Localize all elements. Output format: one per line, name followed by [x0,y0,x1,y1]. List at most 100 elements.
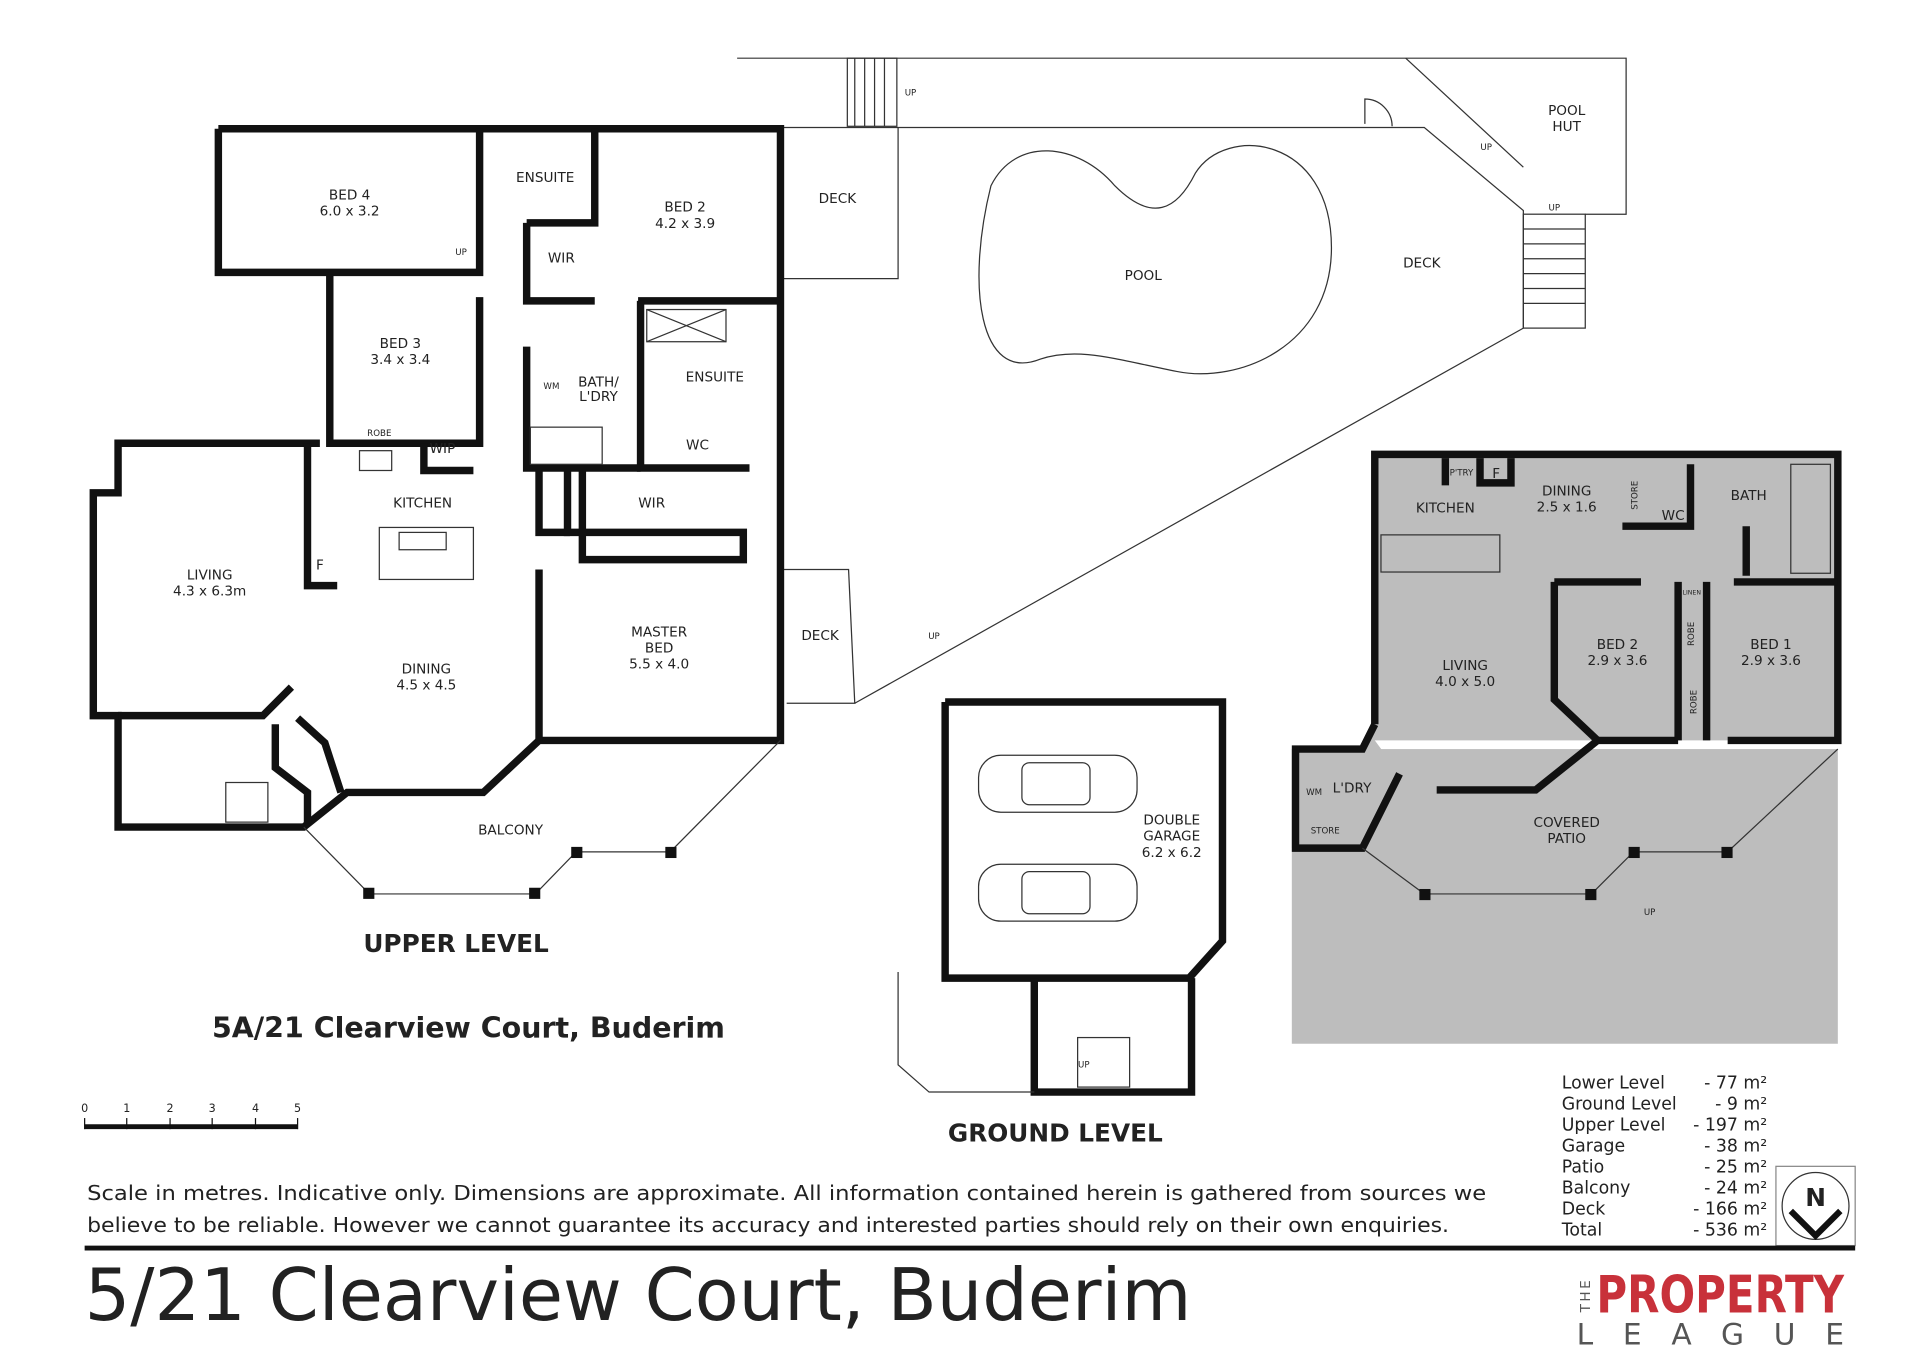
room-label: KITCHEN [1416,501,1475,517]
room-label: PATIO [1547,831,1586,847]
balcony [303,739,781,899]
room-label: DINING [1542,483,1591,499]
car-icon [977,754,1138,922]
disclaimer-line: believe to be reliable. However we canno… [87,1213,1449,1237]
cooktop-icon [358,450,393,472]
area-label: Deck [1562,1200,1606,1220]
room-label: BED 3 [380,336,421,352]
room-label: KITCHEN [393,496,452,512]
room-dimension: 4.3 x 6.3m [173,584,246,600]
outdoor-area: POOL DECK POOL HUT UP UP UP [737,57,1627,704]
room-label: BATH [1731,488,1767,504]
area-value: - 38 m² [1704,1136,1767,1156]
sink-icon [398,531,447,551]
area-label: Upper Level [1562,1115,1666,1135]
room-label: DINING [402,662,451,678]
room-label: WC [1662,508,1685,524]
room-dimension: 4.2 x 3.9 [655,216,715,232]
room-label: DOUBLE [1143,813,1200,829]
upper-level-title: UPPER LEVEL [363,929,549,958]
area-value: - 9 m² [1715,1094,1767,1114]
scale-tick: 5 [294,1102,301,1115]
room-label: ROBE [1687,622,1697,646]
room-label: BED 4 [329,187,370,203]
room-dimension: 2.9 x 3.6 [1741,653,1801,669]
room-label: DECK [801,628,840,644]
scale-tick: 4 [252,1102,259,1115]
area-value: - 25 m² [1704,1158,1767,1178]
room-label: WIP [430,441,456,457]
pool-outline [978,145,1333,375]
area-value: - 166 m² [1693,1200,1767,1220]
room-label: LIVING [187,567,233,583]
scale-tick: 3 [209,1102,216,1115]
scale-bar: 0 1 2 3 4 5 [81,1102,301,1130]
area-label: Garage [1562,1136,1625,1156]
up-label: UP [1480,143,1492,153]
up-label: UP [1549,203,1561,213]
room-dimension: 5.5 x 4.0 [629,657,689,673]
room-label: BATH/ [578,374,619,390]
room-label: ENSUITE [686,369,744,385]
room-label: L'DRY [579,389,618,405]
room-label: BED 2 [1597,637,1638,653]
room-label: ENSUITE [516,170,574,186]
company-logo: THE PROPERTY LEAGUE [1577,1265,1846,1352]
pool-hut-label: POOL [1548,103,1586,119]
room-label: L'DRY [1333,780,1372,796]
room-label: GARAGE [1143,829,1200,845]
up-label: UP [905,88,917,98]
room-label: WM [543,382,559,392]
up-label: UP [1644,908,1656,918]
room-label: BALCONY [478,823,544,839]
area-label: Total [1561,1221,1602,1241]
room-label: WM [1306,788,1322,798]
stairs-icon [846,57,1586,329]
kitchen-island [378,526,475,581]
up-label: UP [455,248,467,258]
up-label: UP [1078,1060,1090,1070]
lower-level-plan: KITCHEN P'TRY F DINING 2.5 x 1.6 STORE W… [1291,450,1842,1044]
scale-tick: 2 [167,1102,174,1115]
room-label: LIVING [1442,658,1488,674]
pool-hut-label: HUT [1552,119,1581,135]
deck-label: DECK [1403,255,1442,271]
upper-level-plan: BED 4 6.0 x 3.2 ENSUITE BED 2 4.2 x 3.9 … [89,125,940,958]
ground-level-plan: DOUBLE GARAGE 6.2 x 6.2 UP GROUND LEVEL [897,698,1227,1148]
north-label: N [1805,1183,1826,1212]
room-label: ROBE [1690,690,1700,714]
room-dimension: 3.4 x 3.4 [370,352,430,368]
room-dimension: 2.9 x 3.6 [1587,653,1647,669]
area-label: Ground Level [1562,1094,1677,1114]
bathtub-icon [529,426,603,465]
room-dimension: 6.0 x 3.2 [320,203,380,219]
disclaimer-line: Scale in metres. Indicative only. Dimens… [87,1181,1486,1205]
stairs-icon [225,781,269,823]
room-label: ROBE [367,429,391,439]
room-label: WC [686,437,709,453]
shower-icon [1790,463,1832,574]
room-label: WIR [638,496,665,512]
area-value: - 536 m² [1693,1221,1767,1241]
room-dimension: 4.0 x 5.0 [1435,674,1495,690]
room-dimension: 6.2 x 6.2 [1142,845,1202,861]
pool-label: POOL [1125,268,1163,284]
room-label: STORE [1630,481,1640,510]
room-label: WIR [548,250,575,266]
scale-tick: 1 [123,1102,130,1115]
room-label: P'TRY [1450,468,1474,478]
area-table: Lower Level- 77 m² Ground Level- 9 m² Up… [1561,1073,1768,1240]
room-label: DECK [819,191,858,207]
room-label: LINEN [1683,589,1702,596]
address-subtitle: 5A/21 Clearview Court, Buderim [212,1012,725,1045]
room-label: BED 2 [664,200,705,216]
room-label: F [316,558,324,574]
up-label: UP [928,632,940,642]
ground-level-title: GROUND LEVEL [948,1119,1163,1148]
area-label: Patio [1562,1158,1605,1178]
room-label: BED [645,640,673,656]
logo-property: PROPERTY [1596,1265,1845,1325]
area-label: Lower Level [1562,1073,1665,1093]
stairs-icon [1077,1036,1131,1088]
